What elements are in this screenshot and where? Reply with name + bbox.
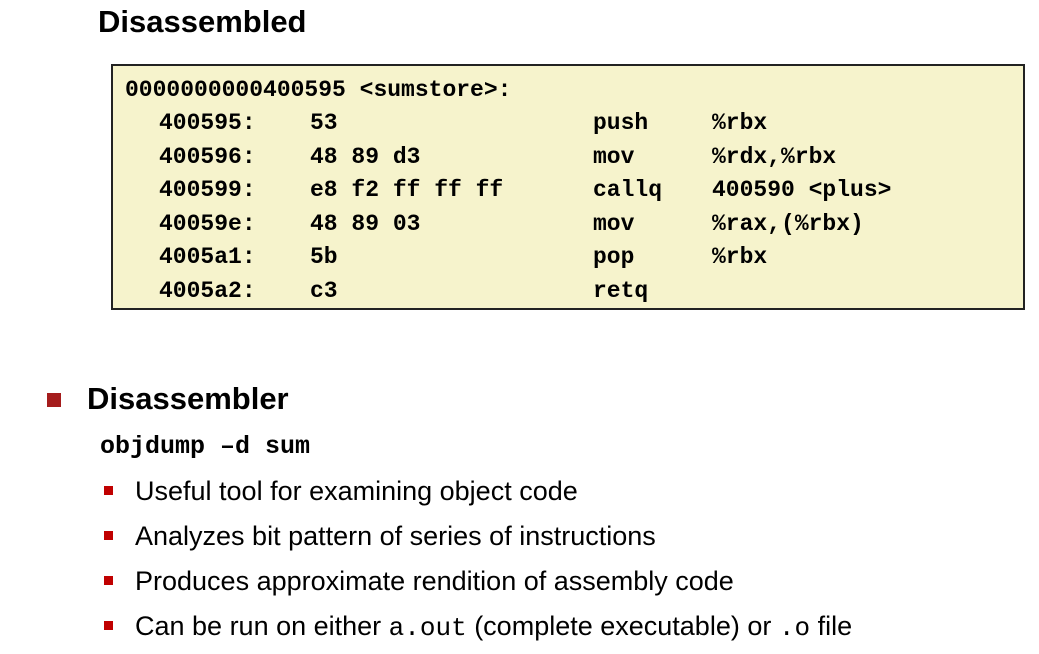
inline-code: a.out <box>388 613 467 643</box>
code-opcode: callq <box>593 177 663 203</box>
square-bullet-icon <box>104 531 113 540</box>
code-opcode: mov <box>593 211 635 237</box>
code-opcode: retq <box>593 278 649 304</box>
code-bytes: 48 89 d3 <box>310 144 421 170</box>
code-bytes: 53 <box>310 110 338 136</box>
code-address: 4005a2: <box>159 278 256 304</box>
code-bytes: e8 f2 ff ff ff <box>310 177 504 203</box>
code-operands: %rbx <box>712 110 768 136</box>
code-address: 400599: <box>159 177 256 203</box>
list-item-text-part: Can be run on either <box>135 611 389 641</box>
code-address: 40059e: <box>159 211 256 237</box>
disassembly-code-box: 0000000000400595 <sumstore>: 400595: 53 … <box>111 64 1025 310</box>
code-bytes: c3 <box>310 278 338 304</box>
code-line: 40059e: 48 89 03 mov %rax,(%rbx) <box>113 209 1013 239</box>
code-bytes: 48 89 03 <box>310 211 421 237</box>
square-bullet-icon <box>104 486 113 495</box>
code-opcode: mov <box>593 144 635 170</box>
code-line: 400599: e8 f2 ff ff ff callq 400590 <plu… <box>113 175 1013 205</box>
code-address: 4005a1: <box>159 244 256 270</box>
list-item-text: Useful tool for examining object code <box>135 476 578 506</box>
code-header-line: 0000000000400595 <sumstore>: <box>125 77 512 103</box>
code-line: 400595: 53 push %rbx <box>113 108 1013 138</box>
code-line: 400596: 48 89 d3 mov %rdx,%rbx <box>113 142 1013 172</box>
command-text: objdump –d sum <box>100 432 311 461</box>
code-operands: %rbx <box>712 244 768 270</box>
list-item-text: Produces approximate rendition of assemb… <box>135 566 734 596</box>
section-title: Disassembled <box>98 4 307 39</box>
inline-code: .o <box>778 613 811 643</box>
list-item-text: Analyzes bit pattern of series of instru… <box>135 521 656 551</box>
code-opcode: pop <box>593 244 635 270</box>
main-heading: Disassembler <box>87 381 289 416</box>
square-bullet-icon <box>104 621 113 630</box>
code-operands: %rax,(%rbx) <box>712 211 864 237</box>
list-item-text-part: file <box>810 611 853 641</box>
code-address: 400595: <box>159 110 256 136</box>
code-line: 4005a2: c3 retq <box>113 276 1013 306</box>
code-line: 4005a1: 5b pop %rbx <box>113 242 1013 272</box>
code-opcode: push <box>593 110 649 136</box>
code-address: 400596: <box>159 144 256 170</box>
list-item-text-part: (complete executable) or <box>466 611 779 641</box>
code-operands: 400590 <plus> <box>712 177 892 203</box>
square-bullet-icon <box>104 576 113 585</box>
list-item-text: Can be run on either a.out (complete exe… <box>135 609 852 645</box>
code-operands: %rdx,%rbx <box>712 144 837 170</box>
code-bytes: 5b <box>310 244 338 270</box>
square-bullet-icon <box>47 393 61 407</box>
